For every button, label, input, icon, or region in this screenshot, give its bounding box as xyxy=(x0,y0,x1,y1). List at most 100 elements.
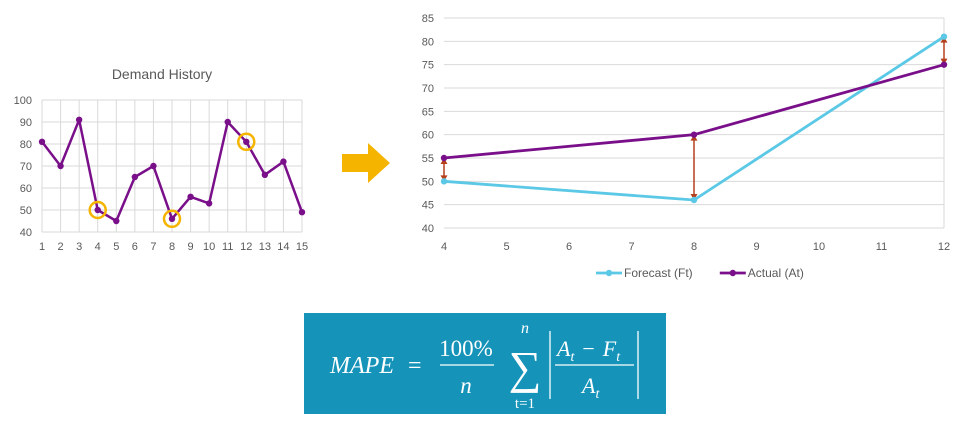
svg-text:At: At xyxy=(580,373,600,402)
left-highlight-ring xyxy=(88,200,107,220)
formula-lhs: MAPE xyxy=(329,353,394,379)
legend-label-1: Actual (At) xyxy=(748,266,804,280)
sigma-icon: ∑ xyxy=(509,342,542,393)
right-y-tick-label: 55 xyxy=(422,153,434,165)
left-x-tick-label: 13 xyxy=(259,241,271,253)
right-chart-error-arrows xyxy=(440,36,948,200)
formula-frac-num-f: F xyxy=(602,336,617,361)
left-data-point xyxy=(224,118,231,126)
formula-denominator: n xyxy=(460,373,472,398)
right-y-tick-label: 80 xyxy=(422,36,434,48)
left-data-point xyxy=(38,138,46,145)
legend-marker-1 xyxy=(729,269,736,277)
left-data-point xyxy=(243,138,250,145)
right-arrow-icon xyxy=(342,143,390,183)
left-x-tick-label: 3 xyxy=(76,241,82,253)
left-x-tick-label: 15 xyxy=(296,241,308,253)
formula-minus: − xyxy=(582,336,594,361)
mape-formula: MAPE = 100% n n ∑ t=1 At−Ft At xyxy=(329,320,639,412)
legend-marker-0 xyxy=(605,269,613,277)
left-chart-highlights xyxy=(88,132,256,229)
left-data-point xyxy=(113,217,120,225)
legend-label-0: Forecast (Ft) xyxy=(624,266,693,280)
left-y-tick-label: 100 xyxy=(14,95,32,107)
formula-sum-lower: t=1 xyxy=(515,396,535,412)
left-x-tick-label: 9 xyxy=(188,241,194,253)
mape-formula-box: MAPE = 100% n n ∑ t=1 At−Ft At xyxy=(304,313,666,414)
right-x-tick-label: 4 xyxy=(441,241,447,253)
left-y-tick-label: 50 xyxy=(20,205,32,217)
right-chart-x-ticks: 4 5 6 7 8 9 10 11 12 xyxy=(441,241,950,253)
formula-frac-num-a-sub: t xyxy=(570,350,575,365)
right-x-tick-label: 5 xyxy=(503,241,509,253)
left-data-point xyxy=(57,162,64,170)
right-data-point-0 xyxy=(690,196,698,204)
left-y-tick-label: 60 xyxy=(20,183,32,195)
right-y-tick-label: 40 xyxy=(422,223,434,235)
right-y-tick-label: 65 xyxy=(422,106,434,118)
right-y-tick-label: 60 xyxy=(422,130,434,142)
left-x-tick-label: 4 xyxy=(95,241,101,253)
left-chart-series xyxy=(38,116,306,225)
right-chart-series xyxy=(440,33,948,204)
left-x-tick-label: 2 xyxy=(58,241,64,253)
left-data-point xyxy=(94,206,101,214)
left-data-point xyxy=(168,215,176,222)
left-data-point xyxy=(298,209,306,216)
left-data-point xyxy=(150,162,157,170)
left-y-tick-label: 80 xyxy=(20,139,32,151)
right-chart-legend: Forecast (Ft) Actual (At) xyxy=(596,266,804,280)
right-data-point-1 xyxy=(690,131,698,138)
right-y-tick-label: 45 xyxy=(422,200,434,212)
left-data-point xyxy=(75,116,83,123)
left-data-point xyxy=(131,173,139,181)
left-chart-y-ticks: 40 50 60 70 80 90 100 xyxy=(14,95,32,239)
right-x-tick-label: 11 xyxy=(876,241,887,253)
formula-frac-den-a-sub: t xyxy=(595,387,600,402)
left-highlight-ring xyxy=(162,209,182,229)
left-data-point xyxy=(187,193,194,200)
right-x-tick-label: 12 xyxy=(938,241,950,253)
left-x-tick-label: 11 xyxy=(222,241,233,253)
right-data-point-0 xyxy=(940,33,948,40)
left-x-tick-label: 1 xyxy=(39,241,45,253)
formula-equals: = xyxy=(408,353,422,379)
left-data-point xyxy=(280,158,287,165)
left-data-point xyxy=(261,171,269,178)
right-data-point-0 xyxy=(440,178,448,185)
svg-text:At−Ft: At−Ft xyxy=(555,336,621,365)
left-x-tick-label: 8 xyxy=(169,241,175,253)
left-data-point xyxy=(205,200,213,207)
right-x-tick-label: 9 xyxy=(753,241,759,253)
right-x-tick-label: 8 xyxy=(691,241,697,253)
formula-frac-num-f-sub: t xyxy=(616,350,621,365)
right-y-tick-label: 85 xyxy=(422,13,434,25)
left-x-tick-label: 7 xyxy=(150,241,156,253)
left-y-tick-label: 40 xyxy=(20,227,32,239)
left-y-tick-label: 90 xyxy=(20,117,32,129)
formula-frac-den-a: A xyxy=(580,373,596,398)
left-x-tick-label: 6 xyxy=(132,241,138,253)
right-data-point-1 xyxy=(940,61,948,68)
left-highlight-ring xyxy=(237,132,256,152)
formula-numerator: 100% xyxy=(439,336,493,361)
left-y-tick-label: 70 xyxy=(20,161,32,173)
left-x-tick-label: 10 xyxy=(203,241,215,253)
left-x-tick-label: 14 xyxy=(277,241,289,253)
right-y-tick-label: 75 xyxy=(422,60,434,72)
left-x-tick-label: 12 xyxy=(240,241,252,253)
right-x-tick-label: 10 xyxy=(813,241,825,253)
right-y-tick-label: 70 xyxy=(422,83,434,95)
formula-sum-upper: n xyxy=(521,320,529,337)
formula-frac-num-a: A xyxy=(555,336,571,361)
right-x-tick-label: 7 xyxy=(628,241,634,253)
right-data-point-1 xyxy=(440,154,448,162)
left-x-tick-label: 5 xyxy=(113,241,119,253)
right-chart-y-ticks: 40 45 50 55 60 65 70 75 80 85 xyxy=(422,13,434,235)
right-x-tick-label: 6 xyxy=(566,241,572,253)
right-y-tick-label: 50 xyxy=(422,176,434,188)
left-chart-title: Demand History xyxy=(112,66,212,82)
